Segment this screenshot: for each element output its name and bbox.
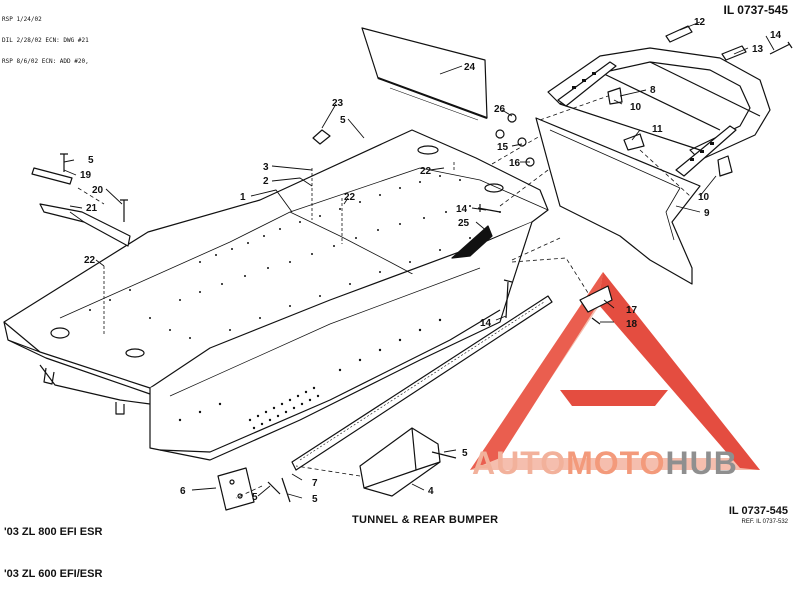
part-6-bracket <box>217 467 255 511</box>
callout-15: 15 <box>497 142 509 153</box>
callout-22: 22 <box>420 166 432 177</box>
part-8-rear-bumper <box>547 47 771 177</box>
part-25-decal <box>451 225 493 259</box>
part-1-tunnel <box>3 129 549 461</box>
part-11-bracket <box>623 133 645 151</box>
part-10-bracket <box>717 155 733 177</box>
diagram-title: TUNNEL & REAR BUMPER <box>352 514 499 526</box>
watermark-logo-icon <box>470 272 760 470</box>
callout-13: 13 <box>752 44 764 55</box>
part-14-bolt <box>769 41 793 55</box>
part-18-screw <box>591 317 601 325</box>
part-9-end-cap <box>535 117 701 285</box>
part-24-snowflap <box>361 27 488 121</box>
callout-16: 16 <box>509 158 521 169</box>
illustration-id-top: IL 0737-545 <box>723 3 789 17</box>
callout-5: 5 <box>252 492 258 503</box>
callout-3: 3 <box>263 162 269 173</box>
watermark-hub: HUB <box>665 445 738 481</box>
callout-14: 14 <box>456 204 468 215</box>
part-4-plate <box>359 427 441 497</box>
callout-6: 6 <box>180 486 186 497</box>
model-line: '03 ZL 600 EFI/ESR <box>4 568 103 580</box>
callout-10: 10 <box>698 192 710 203</box>
part-12-cap <box>665 25 693 43</box>
revision-notes: RSP 1/24/02 DIL 2/28/02 ECN: DWG #21 RSP… <box>2 2 89 72</box>
callout-5: 5 <box>340 115 346 126</box>
callout-21: 21 <box>86 203 98 214</box>
watermark-auto: AUTO <box>472 445 567 481</box>
part-5-bolt <box>267 481 281 495</box>
part-5-bolt <box>60 153 68 172</box>
callout-14: 14 <box>770 30 782 41</box>
part-19-plate <box>31 167 73 185</box>
callout-14: 14 <box>480 318 492 329</box>
callout-19: 19 <box>80 170 92 181</box>
callout-7: 7 <box>312 478 318 489</box>
part-7-rail <box>291 295 553 471</box>
part-13-cap <box>721 45 747 61</box>
rivet-pattern <box>89 175 501 430</box>
callout-2: 2 <box>263 176 269 187</box>
part-14-bolt <box>503 279 513 319</box>
callout-9: 9 <box>704 208 710 219</box>
parts-diagram: 1 2 3 4 5 5 5 5 5 6 7 8 9 10 10 11 12 13… <box>3 17 793 511</box>
callout-5: 5 <box>462 448 468 459</box>
assembly-leaders <box>77 95 691 499</box>
part-5-bolt <box>281 477 291 503</box>
callout-1: 1 <box>240 192 246 203</box>
callout-labels: 1 2 3 4 5 5 5 5 5 6 7 8 9 10 10 11 12 13… <box>80 17 782 505</box>
callout-25: 25 <box>458 218 470 229</box>
callout-8: 8 <box>650 85 656 96</box>
part-26-nut <box>507 113 517 123</box>
callout-22: 22 <box>344 192 356 203</box>
revision-line: RSP 1/24/02 <box>2 16 42 23</box>
part-5-bolt <box>431 451 457 459</box>
callout-12: 12 <box>694 17 706 28</box>
callout-5: 5 <box>312 494 318 505</box>
part-23-plate <box>312 129 331 145</box>
callout-22: 22 <box>84 255 96 266</box>
reference-id: REF. IL 0737-532 <box>741 519 788 525</box>
part-10-bracket <box>607 87 623 105</box>
callout-23: 23 <box>332 98 344 109</box>
part-21-bracket <box>39 203 131 247</box>
callout-18: 18 <box>626 319 638 330</box>
part-20-bolt <box>120 199 128 222</box>
callout-10: 10 <box>630 102 642 113</box>
watermark-moto: MOTO <box>566 445 666 481</box>
callout-11: 11 <box>652 124 663 135</box>
part-14-bolt <box>477 204 501 213</box>
revision-line: RSP 8/6/02 ECN: ADD #20, <box>2 58 89 65</box>
callout-4: 4 <box>428 486 434 497</box>
part-17-bracket <box>579 285 613 313</box>
callout-26: 26 <box>494 104 506 115</box>
callout-leaders <box>63 21 775 499</box>
callout-17: 17 <box>626 305 638 316</box>
callout-24: 24 <box>464 62 476 73</box>
illustration-id-bottom: IL 0737-545 <box>728 505 788 517</box>
callout-5: 5 <box>88 155 94 166</box>
callout-20: 20 <box>92 185 104 196</box>
revision-line: DIL 2/28/02 ECN: DWG #21 <box>2 37 89 44</box>
watermark-text: AUTOMOTOHUB <box>472 445 738 482</box>
